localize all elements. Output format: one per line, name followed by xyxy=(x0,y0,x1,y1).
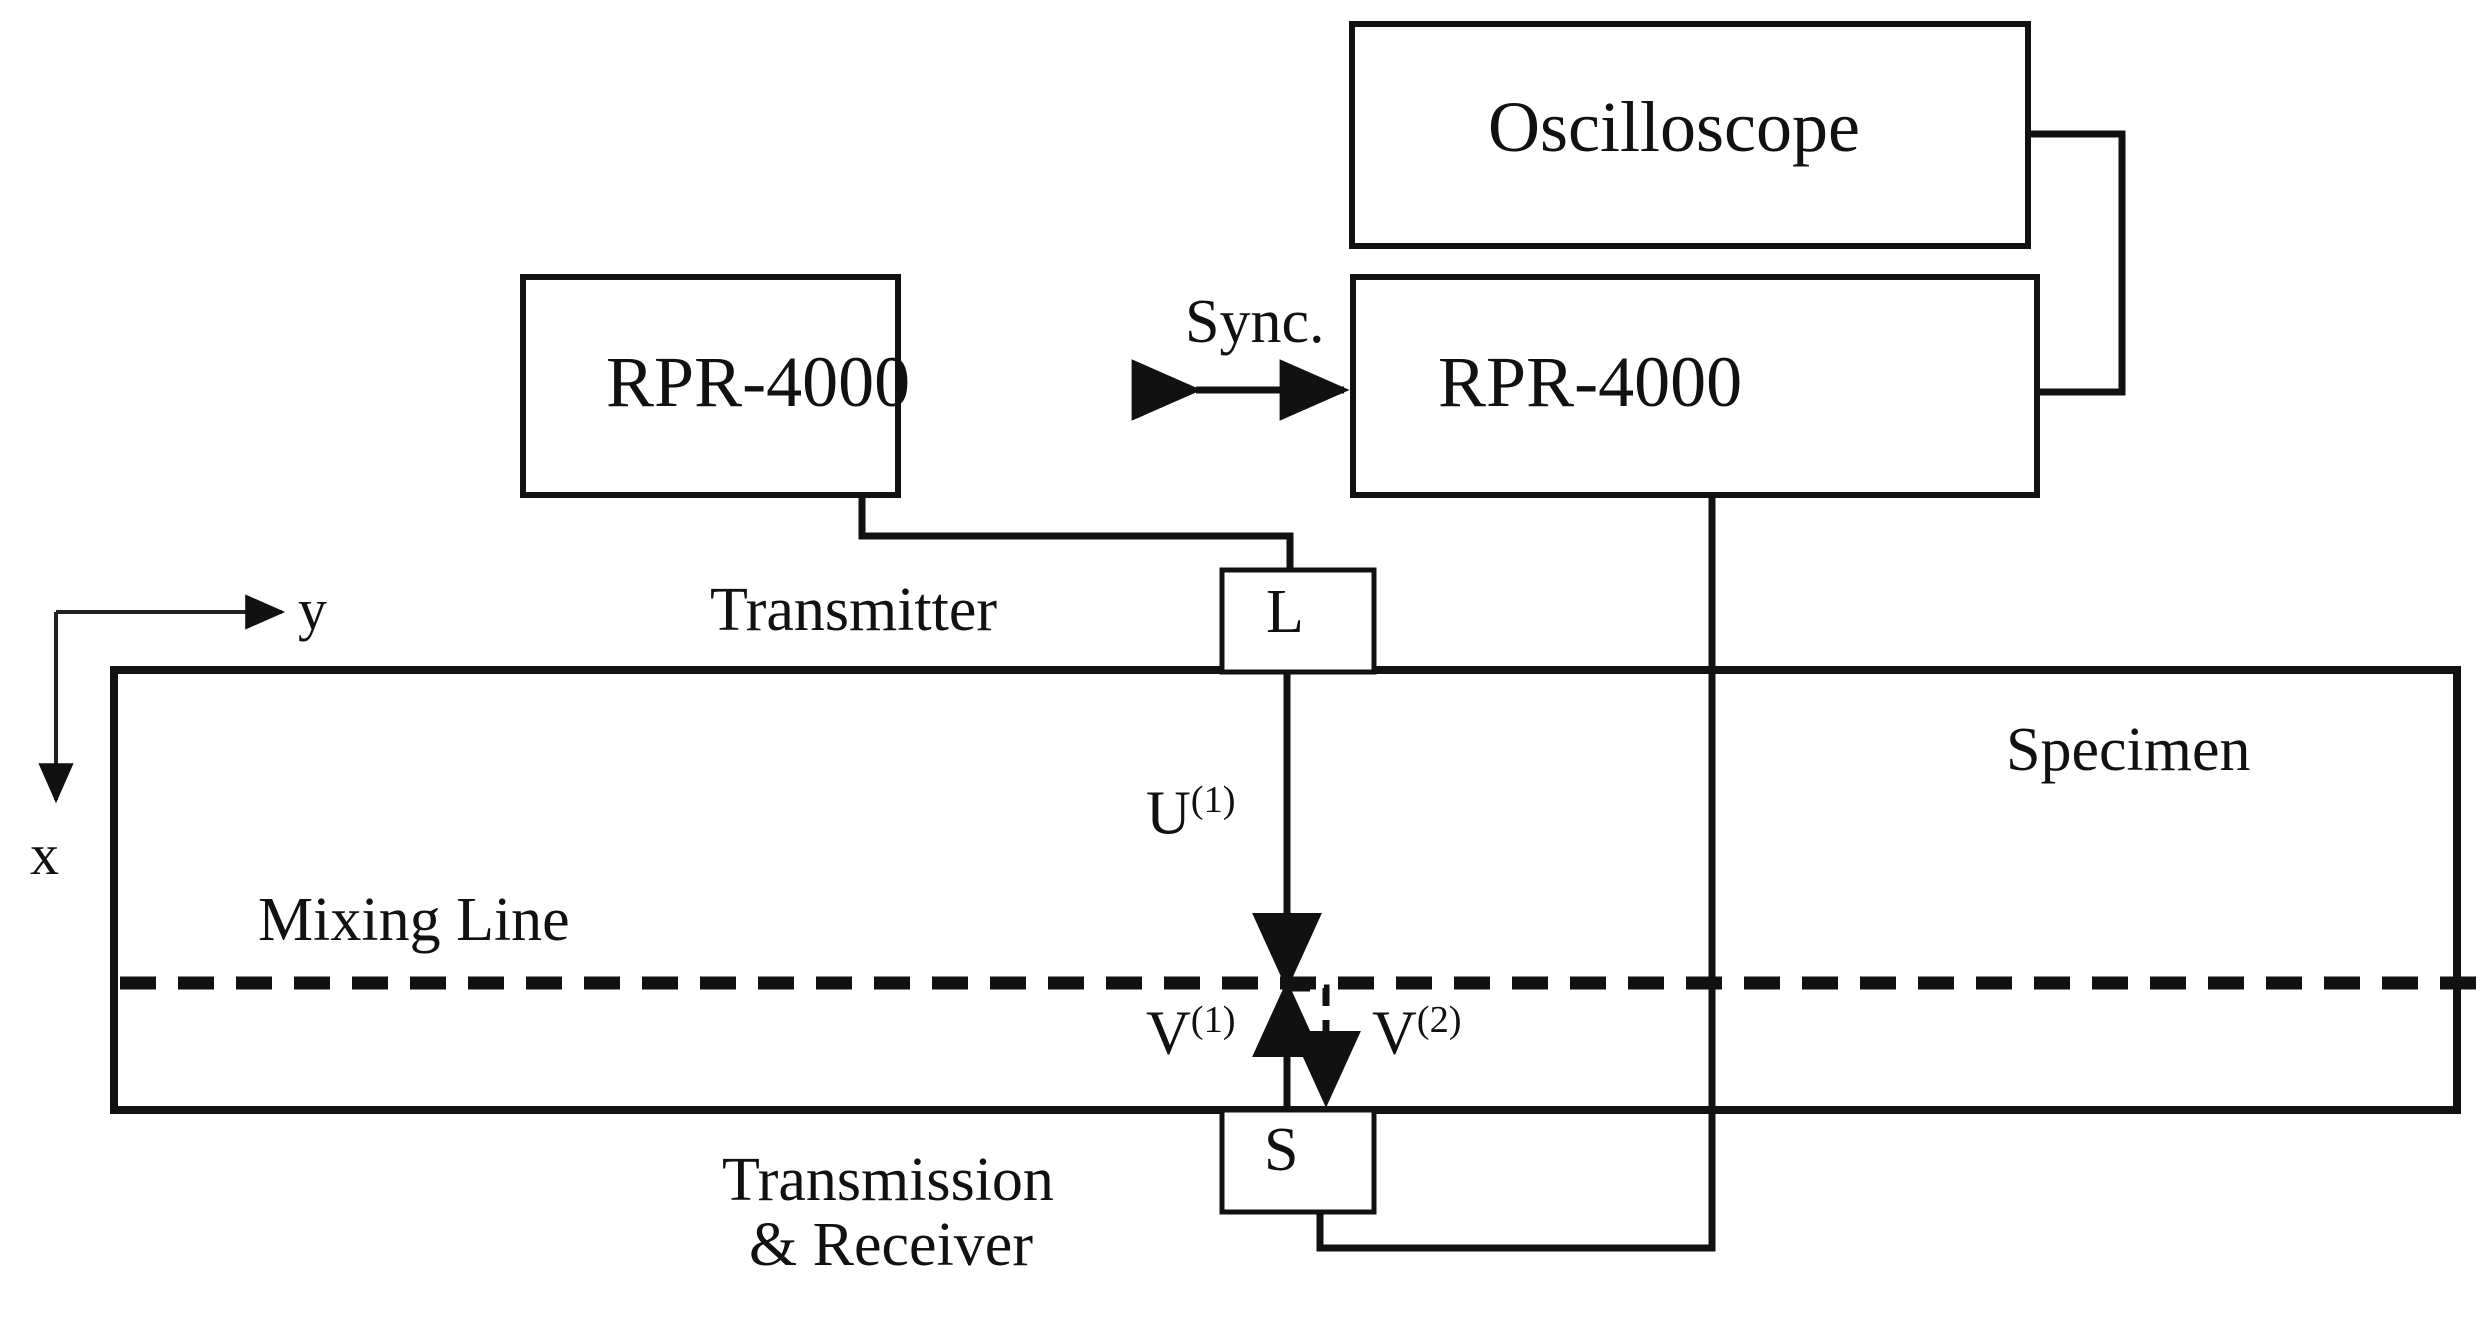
wave-v1-superscript: (1) xyxy=(1190,999,1236,1041)
axis-y-label: y xyxy=(298,577,327,642)
rpr-4000-left-label: RPR-4000 xyxy=(606,342,911,422)
rpr-4000-right-box xyxy=(1350,274,2040,498)
wave-v1-label: V(1) xyxy=(1146,1000,1236,1067)
rpr-4000-left-box xyxy=(520,274,901,498)
oscilloscope-label: Oscilloscope xyxy=(1488,87,1860,167)
wave-v2-label: V(2) xyxy=(1372,1000,1462,1067)
transmission-receiver-line1: Transmission xyxy=(722,1146,1054,1214)
wave-v2-base: V xyxy=(1372,999,1417,1068)
transmitter-label: Transmitter xyxy=(710,576,998,644)
oscilloscope-box xyxy=(1349,21,2031,249)
wave-u1-superscript: (1) xyxy=(1190,779,1236,821)
transducer-S-box xyxy=(1219,1107,1377,1215)
axis-x-label: x xyxy=(30,822,59,887)
wave-v1-base: V xyxy=(1146,999,1191,1068)
transmission-receiver-label: Transmission & Receiver xyxy=(722,1146,1054,1280)
wave-u1-label: U(1) xyxy=(1146,780,1236,847)
specimen-label: Specimen xyxy=(2006,716,2251,784)
rpr-4000-right-label: RPR-4000 xyxy=(1438,342,1743,422)
transmission-receiver-line2: & Receiver xyxy=(748,1211,1033,1280)
transducer-L-box xyxy=(1219,567,1377,675)
wave-v2-superscript: (2) xyxy=(1416,999,1462,1041)
transducer-S-label: S xyxy=(1264,1116,1299,1184)
rpr-left-to-L-wire xyxy=(858,495,1294,570)
sync-label: Sync. xyxy=(1185,288,1325,356)
mixing-line-label: Mixing Line xyxy=(258,886,570,954)
transducer-L-label: L xyxy=(1266,578,1304,646)
wave-v2-dashed-arrow xyxy=(1290,984,1361,1108)
rpr-right-to-S-wire xyxy=(1316,495,1716,1252)
oscilloscope-to-rpr-right-wire xyxy=(2028,130,2126,396)
wave-u1-base: U xyxy=(1146,779,1191,848)
